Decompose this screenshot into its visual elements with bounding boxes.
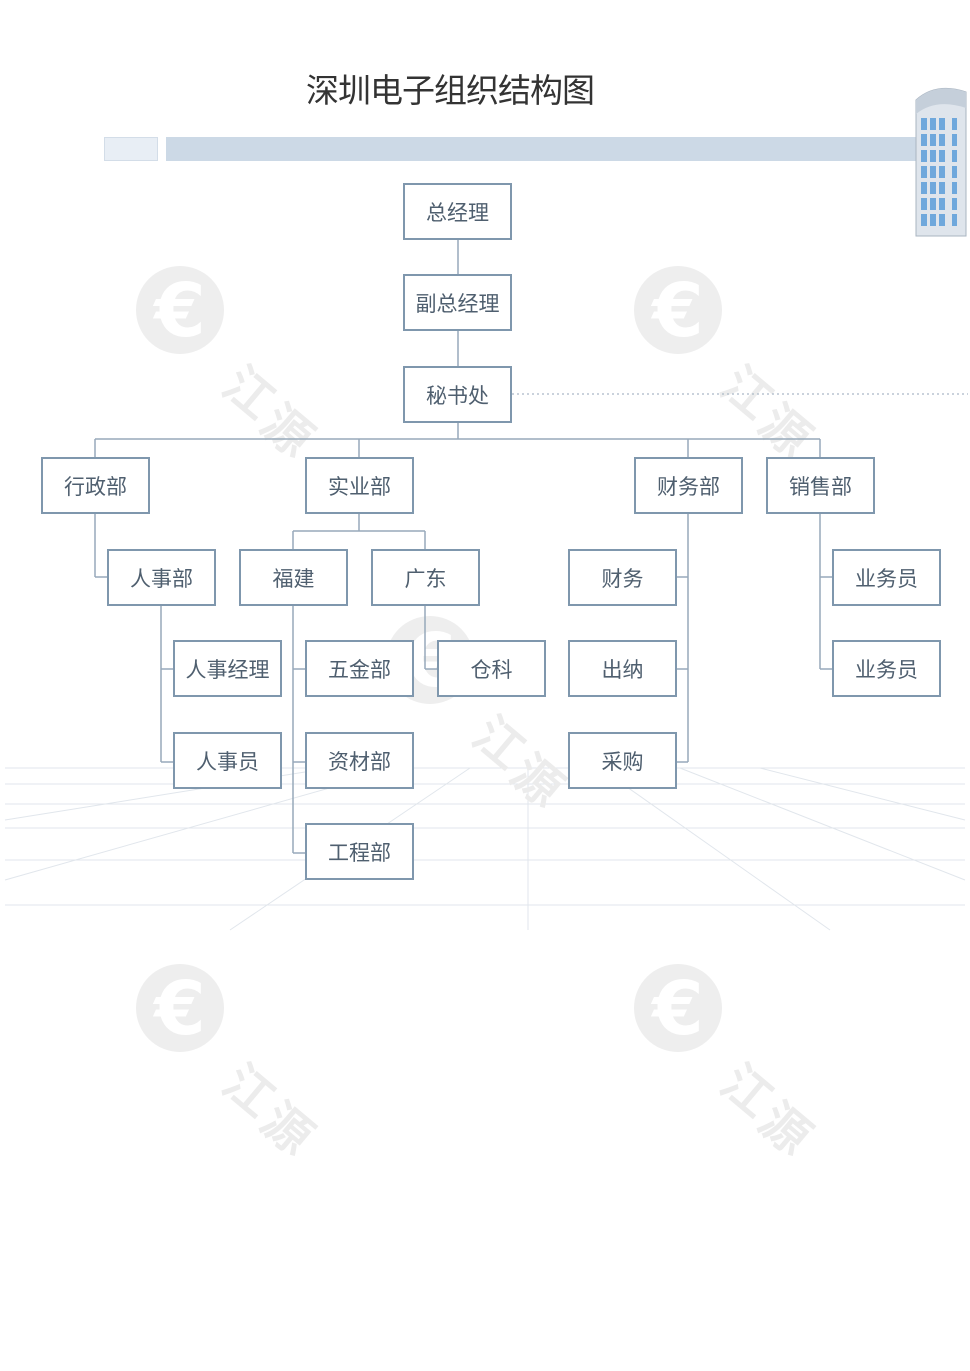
node-label: 财务部 — [657, 474, 720, 499]
node-engineering-dept: 工程部 — [305, 823, 414, 880]
node-industry-dept: 实业部 — [305, 457, 414, 514]
node-purchasing: 采购 — [568, 732, 677, 789]
node-hr-manager: 人事经理 — [173, 640, 282, 697]
node-guangdong: 广东 — [371, 549, 480, 606]
node-finance-dept: 财务部 — [634, 457, 743, 514]
node-label: 实业部 — [328, 474, 391, 499]
node-fujian: 福建 — [239, 549, 348, 606]
svg-text:€: € — [650, 966, 704, 1052]
node-finance: 财务 — [568, 549, 677, 606]
node-label: 广东 — [404, 566, 447, 591]
header-band-accent — [104, 137, 158, 161]
node-secretariat: 秘书处 — [403, 366, 512, 423]
node-label: 工程部 — [328, 840, 391, 865]
building-illustration — [915, 87, 967, 237]
svg-text:€: € — [650, 268, 704, 354]
node-label: 人事员 — [196, 749, 259, 774]
node-label: 总经理 — [426, 200, 489, 225]
node-label: 秘书处 — [426, 383, 489, 408]
node-label: 业务员 — [855, 566, 918, 591]
node-hardware-dept: 五金部 — [305, 640, 414, 697]
node-hr-staff: 人事员 — [173, 732, 282, 789]
floor-grid — [4, 767, 966, 931]
node-label: 采购 — [601, 749, 644, 774]
node-vice-general-manager: 副总经理 — [403, 274, 512, 331]
node-label: 人事部 — [130, 566, 193, 591]
node-cashier: 出纳 — [568, 640, 677, 697]
node-hr-dept: 人事部 — [107, 549, 216, 606]
svg-text:€: € — [152, 268, 206, 354]
node-label: 五金部 — [328, 657, 391, 682]
node-label: 人事经理 — [185, 657, 270, 682]
node-ceo: 总经理 — [403, 183, 512, 240]
node-label: 销售部 — [789, 474, 852, 499]
node-sales-dept: 销售部 — [766, 457, 875, 514]
node-salesperson-1: 业务员 — [832, 549, 941, 606]
node-materials-dept: 资材部 — [305, 732, 414, 789]
header-band — [166, 137, 926, 161]
node-admin-dept: 行政部 — [41, 457, 150, 514]
node-label: 财务 — [601, 566, 644, 591]
node-label: 资材部 — [328, 749, 391, 774]
node-warehouse: 仓科 — [437, 640, 546, 697]
svg-text:€: € — [152, 966, 206, 1052]
node-label: 副总经理 — [415, 291, 500, 316]
node-label: 行政部 — [64, 474, 127, 499]
page-title: 深圳电子组织结构图 — [306, 71, 595, 110]
node-label: 业务员 — [855, 657, 918, 682]
node-label: 福建 — [272, 566, 315, 591]
node-label: 仓科 — [470, 657, 513, 682]
node-label: 出纳 — [601, 657, 644, 682]
node-salesperson-2: 业务员 — [832, 640, 941, 697]
